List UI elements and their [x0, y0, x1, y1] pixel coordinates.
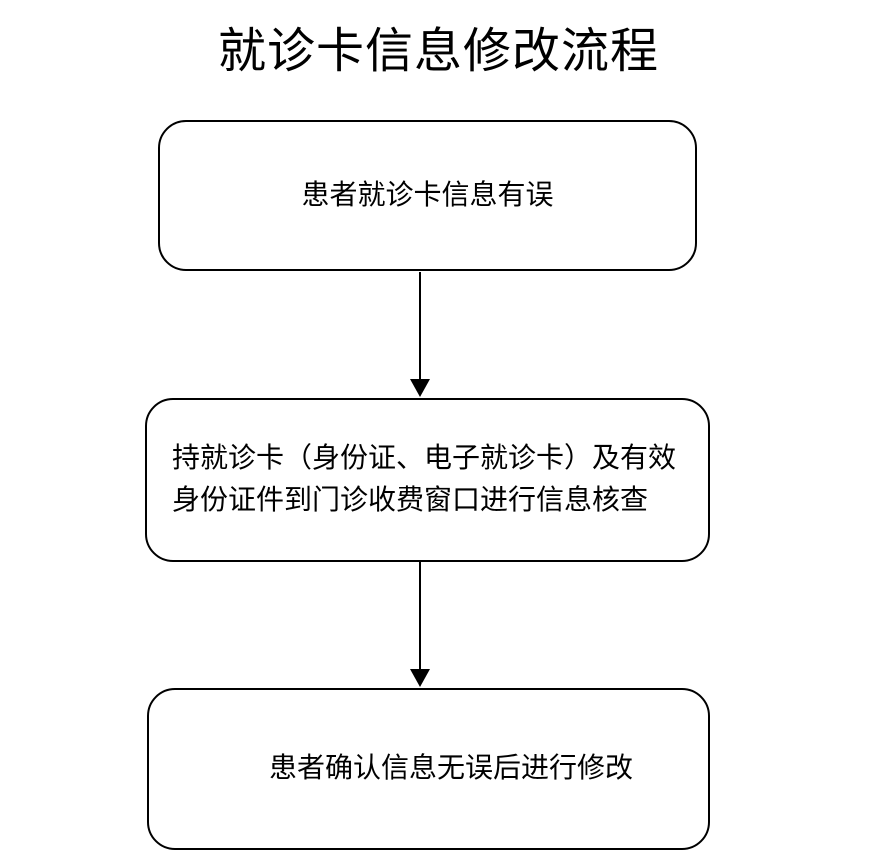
- arrow-down-icon: [410, 379, 430, 397]
- flow-node-label-line2: 身份证件到门诊收费窗口进行信息核查: [172, 485, 649, 516]
- flow-node-label-line1: 持就诊卡（身份证、电子就诊卡）及有效: [172, 443, 677, 474]
- flow-node-label: 患者就诊卡信息有误: [301, 179, 554, 211]
- diagram-title: 就诊卡信息修改流程: [217, 25, 659, 78]
- connector-arrow-2: [409, 562, 431, 687]
- flow-node-label: 患者确认信息无误后进行修改: [268, 753, 633, 784]
- flow-node-confirm-modify: 患者确认信息无误后进行修改: [147, 688, 710, 850]
- arrow-down-icon: [410, 669, 430, 687]
- flow-node-card-info-error: 患者就诊卡信息有误: [158, 120, 697, 271]
- connector-arrow-1: [409, 272, 431, 397]
- arrow-shaft: [419, 272, 421, 382]
- flow-node-verify-at-window: 持就诊卡（身份证、电子就诊卡）及有效 身份证件到门诊收费窗口进行信息核查: [145, 398, 710, 562]
- arrow-shaft: [419, 562, 421, 672]
